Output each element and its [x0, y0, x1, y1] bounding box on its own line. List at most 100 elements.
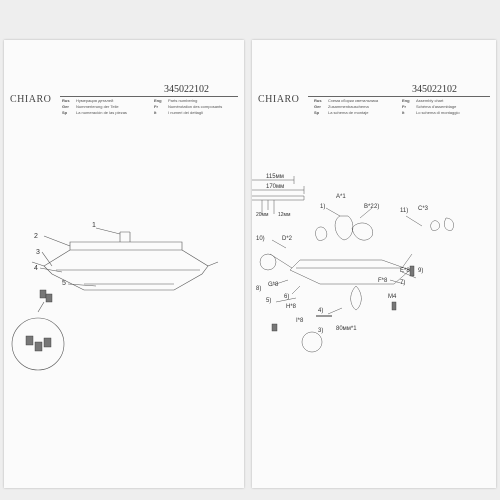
callout-8: 8): [256, 286, 261, 292]
part-label-c: C*3: [418, 206, 429, 212]
leader-4: [39, 267, 63, 273]
lampholder-icon: [271, 323, 278, 332]
leader-5: [67, 283, 97, 287]
glass-bowl-shape: [43, 249, 209, 291]
brand-logo: CHIARO: [258, 94, 300, 105]
parts-numbering-drawing: 1 2 3 4 5: [11, 222, 219, 371]
callout-10: 10): [256, 236, 265, 242]
dimension-line-2: [252, 186, 305, 194]
part-label-i: I*8: [296, 318, 304, 324]
leader-2: [43, 235, 71, 247]
callout-2: 2: [34, 233, 38, 240]
detail-leader: [37, 301, 45, 313]
part-label-d: D*2: [282, 236, 293, 242]
leader-11: [405, 215, 423, 227]
part-label-h: H*8: [286, 304, 297, 310]
part-label-e: E*8: [400, 268, 410, 274]
leader-3: [41, 251, 53, 267]
pendant-crystal-shape: [350, 285, 362, 311]
callout-7: 7): [400, 280, 405, 286]
spacer-label: 80мм*1: [336, 326, 357, 332]
hook-detail-circle: [301, 331, 323, 353]
lampholder-icon: [39, 289, 47, 299]
crystal-shape: [334, 215, 354, 241]
leader-5: [275, 297, 297, 303]
callout-3: 3): [318, 328, 323, 334]
leader-10: [271, 239, 287, 249]
dimension-label-2: 170мм: [266, 184, 284, 190]
part-label-f: F*8: [378, 278, 388, 284]
lampholder-detail-icon: [43, 337, 52, 348]
leader-2: [359, 207, 373, 219]
bowl-body-shape: [289, 259, 411, 285]
leader-3: [327, 307, 343, 315]
dimension-line-1: [252, 176, 295, 184]
callout-5: 5): [266, 298, 271, 304]
dimension-label-3: 20мм: [256, 212, 269, 218]
dimension-label-4: 12мм: [278, 212, 291, 218]
detail-circle: [11, 317, 65, 371]
assembly-drawing: 115мм 170мм 20мм 12мм 1) A*1 B*2 2) 11) …: [252, 174, 454, 353]
mounting-bracket-shape: [119, 231, 131, 242]
part-label-a: A*1: [336, 194, 346, 200]
leader-9: [401, 271, 417, 279]
callout-4: 4): [318, 308, 323, 314]
callout-2: 2): [374, 204, 379, 210]
leader-1: [95, 227, 121, 235]
pendant-icon: [409, 265, 415, 277]
leader-6: [291, 285, 301, 295]
brand-logo: CHIARO: [10, 94, 52, 105]
crystal-shape: [351, 222, 373, 241]
callout-5: 5: [62, 280, 66, 287]
bulb-detail-circle: [259, 253, 277, 271]
bracket-bolt-lines: [261, 200, 275, 214]
part-label-b: B*2: [364, 204, 374, 210]
part-label-g: G*8: [268, 282, 279, 288]
mounting-plate-shape: [252, 195, 305, 201]
lampholder-detail-icon: [34, 341, 43, 352]
callout-6: 6): [284, 294, 289, 300]
pendant-icon: [391, 301, 397, 311]
callout-3: 3: [36, 249, 40, 256]
dimension-label-1: 115мм: [266, 174, 284, 180]
small-crystal-shape: [430, 220, 440, 231]
lampholder-detail-icon: [25, 335, 34, 346]
ceiling-plate-shape: [69, 241, 183, 251]
callout-1: 1: [92, 222, 96, 229]
crystal-shape: [315, 226, 328, 241]
screw-label: M4: [388, 294, 397, 300]
product-code: 345022102: [164, 84, 209, 95]
callout-1: 1): [320, 204, 325, 210]
header-rule: [308, 96, 490, 97]
arm-lines: [31, 261, 219, 267]
lampholder-icon: [45, 293, 53, 303]
callout-9: 9): [418, 268, 423, 274]
leader-1: [325, 207, 341, 217]
arm-lines: [269, 253, 413, 269]
leader-7: [389, 279, 405, 285]
small-crystal-shape: [444, 217, 454, 231]
leader-8: [269, 279, 289, 287]
header-rule: [60, 96, 238, 97]
product-code: 345022102: [412, 84, 457, 95]
callout-11: 11): [400, 208, 408, 214]
callout-4: 4: [34, 265, 38, 272]
